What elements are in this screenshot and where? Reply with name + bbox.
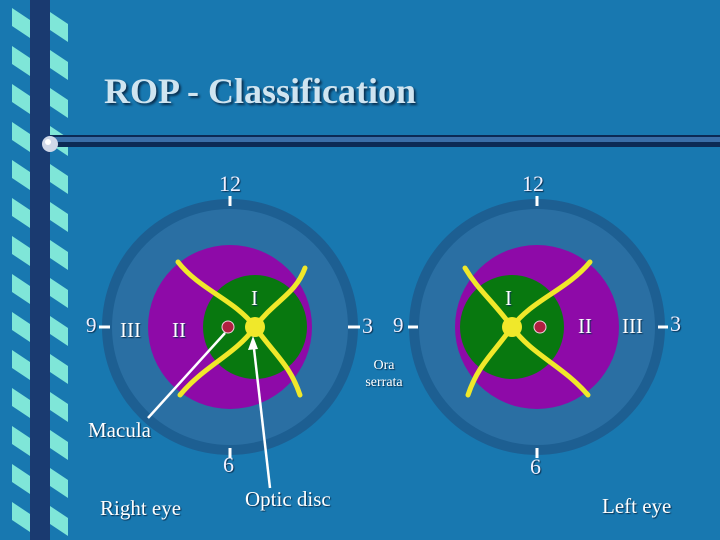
sidebar-tile xyxy=(50,278,68,308)
right-clock-ticks xyxy=(99,196,360,458)
sidebar-tile xyxy=(12,388,30,418)
pointer-lines xyxy=(147,332,272,489)
right-zone-II-label: II xyxy=(172,318,186,342)
sidebar-tile xyxy=(12,46,30,76)
left-clock-6: 6 xyxy=(530,454,541,479)
macula-pointer xyxy=(147,332,226,419)
left-clock-12: 12 xyxy=(522,171,544,196)
right-eye-caption: Right eye xyxy=(100,496,182,520)
left-clock-9: 9 xyxy=(393,313,404,337)
macula-label: Macula xyxy=(88,418,151,442)
left-clock-ticks xyxy=(408,196,668,458)
sidebar-tile xyxy=(50,354,68,384)
sidebar-tile xyxy=(12,350,30,380)
sidebar-tile xyxy=(12,274,30,304)
sidebar-tile xyxy=(12,502,30,532)
right-clock-6: 6 xyxy=(223,452,234,477)
right-clock-3: 3 xyxy=(362,313,373,338)
ora-serrata-line1: Ora xyxy=(373,358,395,373)
sidebar-tile xyxy=(12,122,30,152)
left-clock-3: 3 xyxy=(670,311,681,336)
sidebar-tile xyxy=(12,312,30,342)
right-optic-disc xyxy=(245,317,265,337)
sidebar-tile xyxy=(12,8,30,38)
left-zone-III-label: III xyxy=(622,314,643,338)
left-zone-I-label: I xyxy=(505,286,512,310)
sidebar-tile xyxy=(50,12,68,42)
right-zone-III-label: III xyxy=(120,318,141,342)
sidebar-tile xyxy=(50,506,68,536)
left-macula xyxy=(533,320,547,334)
right-macula xyxy=(221,320,235,334)
sidebar-tile xyxy=(12,426,30,456)
left-optic-disc xyxy=(502,317,522,337)
title-underline xyxy=(42,135,720,152)
ora-serrata-label: Ora serrata xyxy=(352,357,416,391)
optic-disc-pointer xyxy=(251,339,272,489)
sidebar-tile xyxy=(12,464,30,494)
ora-serrata-line2: serrata xyxy=(365,375,403,390)
sidebar-tile xyxy=(50,392,68,422)
sidebar-tile xyxy=(50,240,68,270)
sidebar-tile xyxy=(50,468,68,498)
sidebar-tile xyxy=(12,160,30,190)
sidebar-tile xyxy=(50,316,68,346)
sidebar-tile xyxy=(50,202,68,232)
sidebar-tile xyxy=(12,236,30,266)
optic-disc-label: Optic disc xyxy=(245,487,331,511)
sidebar-tile xyxy=(50,164,68,194)
right-zone-I-label: I xyxy=(251,286,258,310)
right-clock-12: 12 xyxy=(219,171,241,196)
sidebar-tile xyxy=(50,50,68,80)
left-eye-caption: Left eye xyxy=(602,494,672,518)
left-zone-II-label: II xyxy=(578,314,592,338)
sidebar-tile xyxy=(12,198,30,228)
sidebar-tile xyxy=(12,84,30,114)
sidebar-tile xyxy=(50,430,68,460)
sidebar-tile xyxy=(50,88,68,118)
right-eye-diagram xyxy=(99,196,360,458)
arrow-head-icon xyxy=(248,336,258,350)
right-clock-9: 9 xyxy=(86,313,97,337)
left-eye-diagram xyxy=(408,196,668,458)
sidebar-decoration xyxy=(0,0,84,540)
slide-title: ROP - Classification xyxy=(104,71,416,111)
